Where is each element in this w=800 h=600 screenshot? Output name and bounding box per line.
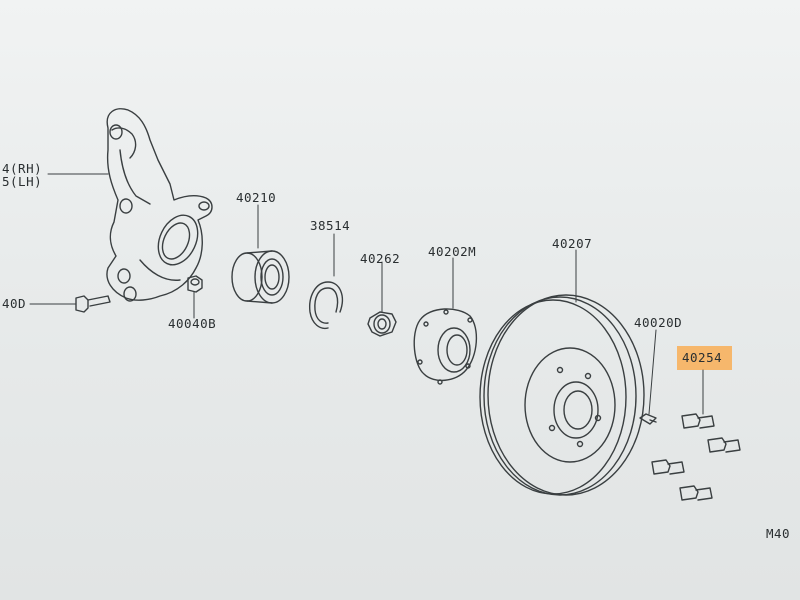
nut-40262-part: [367, 311, 397, 337]
label-nut-40040b: 40040B: [168, 316, 217, 331]
label-hub-40202m: 40202M: [428, 244, 477, 259]
screw-40020d-part: [639, 413, 657, 425]
label-bearing-40210: 40210: [236, 190, 277, 205]
highlight-marker: [677, 346, 732, 370]
label-wheel-bolt-40254: 40254: [682, 350, 723, 365]
bolt-40d-part: [75, 295, 111, 313]
label-screw-40020d: 40020D: [634, 315, 683, 330]
label-knuckle-lh: 5(LH): [2, 174, 43, 189]
steering-knuckle: [106, 108, 213, 302]
label-snap-ring-38514: 38514: [310, 218, 351, 233]
snap-ring-38514-part: [309, 281, 344, 330]
label-nut-40262: 40262: [360, 251, 401, 266]
leader-lines: [29, 173, 704, 415]
nut-40040b-part: [187, 275, 203, 293]
wheel-bolts-40254-part: [651, 413, 741, 501]
rotor-40207-part: [479, 294, 645, 496]
label-knuckle-rh: 4(RH): [2, 161, 43, 176]
label-rotor-40207: 40207: [552, 236, 593, 251]
label-bolt-40d: 40D: [2, 296, 27, 311]
hub-40202m-part: [413, 308, 477, 385]
label-figure-code: M40: [766, 526, 791, 541]
bearing-40210-part: [231, 250, 290, 304]
